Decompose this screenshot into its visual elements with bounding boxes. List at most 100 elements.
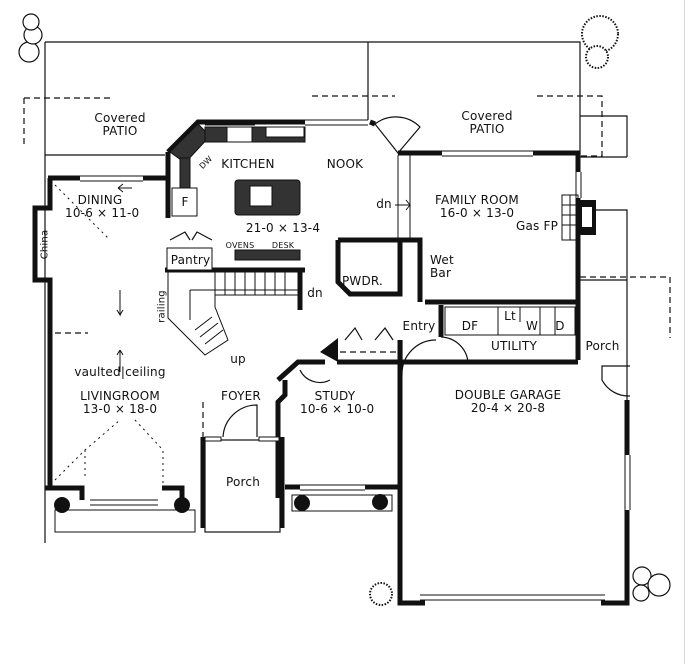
pantry-label: Pantry [170, 253, 211, 267]
door-entry [401, 339, 437, 376]
nook-stair-rail [397, 155, 411, 240]
kitchen-window-seat [265, 126, 305, 138]
covered-patio-right-label: Covered PATIO [447, 110, 527, 136]
lt-label: Lt [504, 309, 516, 323]
page-edge [684, 0, 685, 664]
fireplace-grid [562, 195, 578, 240]
room-name: STUDY [314, 389, 356, 403]
right-patio-ext [580, 115, 628, 157]
tree-garage-left [369, 582, 393, 606]
window-living-left2 [47, 455, 53, 480]
door-nook-patio [374, 116, 421, 154]
room-name: LIVINGROOM [80, 389, 160, 403]
wall-nook-door-post [369, 119, 376, 127]
door-entry-closet [344, 326, 394, 341]
tree-bottom-right-3 [632, 584, 650, 602]
side-porch-label: Porch [585, 339, 620, 353]
utility-dividers [497, 307, 556, 335]
room-dims: 20-4 × 20-8 [470, 401, 546, 415]
wall-wetbar [400, 237, 423, 302]
wall-powder [335, 237, 403, 297]
front-porch-slab [204, 439, 281, 533]
shrub-4 [372, 494, 388, 510]
garage-door [420, 594, 605, 601]
kitchen-label: KITCHEN [221, 157, 275, 171]
nook-dn-arrow [395, 199, 412, 211]
wall-study-top [276, 359, 325, 382]
window-family-right [575, 172, 582, 198]
wall-dining-left [32, 178, 53, 488]
wall-study-left [275, 380, 288, 498]
shrub-3 [294, 495, 310, 511]
stair-up-label: up [230, 352, 246, 366]
roof-line-right2 [580, 276, 671, 338]
living-room-label: LIVINGROOM 13-0 × 18-0 [70, 390, 170, 416]
room-dims: 10-6 × 11-0 [65, 206, 140, 220]
pantry-doors [169, 231, 213, 241]
foyer-label: FOYER [221, 389, 261, 403]
roof-line-right [537, 95, 603, 157]
gas-fp-label: Gas FP [515, 219, 559, 233]
front-porch-label: Porch [225, 475, 261, 489]
door-garage-porch [601, 365, 631, 397]
stair-dn-label: dn [307, 286, 323, 300]
window-living-bottom [90, 499, 158, 506]
ovens-label: OVENS [225, 241, 255, 250]
room-dims: 13-0 × 18-0 [82, 402, 158, 416]
fridge-label: F [181, 195, 189, 209]
nook-label: NOOK [326, 157, 364, 171]
living-bay-left [54, 419, 121, 481]
entry-label: Entry [402, 319, 436, 333]
wall-garage-left [397, 340, 425, 606]
foyer-door-jamb-r [258, 436, 280, 442]
window-study [300, 484, 365, 491]
wall-living-bottom-right [162, 485, 185, 500]
wall-study-corner [320, 338, 338, 362]
dining-label: DINING 10-6 × 11-0 [65, 194, 140, 220]
window-family [442, 150, 533, 157]
living-bay-right [134, 419, 164, 485]
wall-family-top2 [533, 150, 581, 172]
kitchen-counter-left [179, 157, 191, 189]
window-kitchen-top [205, 119, 255, 126]
room-dims: 10-6 × 10-0 [300, 402, 375, 416]
window-living-left [47, 280, 53, 305]
utility-label: UTILITY [491, 339, 537, 353]
powder-label: PWDR. [341, 274, 384, 288]
room-name: Covered [94, 111, 146, 125]
room-dims: 16-0 × 13-0 [439, 206, 515, 220]
window-garage-right [624, 455, 631, 510]
tree-top-right-2 [585, 45, 609, 69]
tree-top-left-3 [22, 13, 40, 31]
wall-garage-right2 [601, 510, 630, 606]
desk-label: DESK [271, 241, 295, 250]
room-name: Covered [461, 109, 513, 123]
tree-top-left-1 [18, 41, 40, 63]
stair-treads [194, 270, 286, 345]
island-cooktop [249, 185, 273, 207]
china-label: China [39, 229, 51, 260]
door-utility [440, 336, 469, 363]
living-arrow-down [116, 290, 124, 317]
room-name-2: PATIO [469, 122, 505, 136]
utility-counter [444, 306, 576, 336]
fridge [171, 187, 198, 217]
foyer-door-jamb-l [204, 436, 222, 442]
kitchen-dims: 21-0 × 13-4 [245, 221, 321, 235]
wall-kitchen-top [166, 119, 305, 154]
df-label: DF [461, 319, 479, 333]
right-patio-ext3 [580, 209, 628, 400]
bar-label: Bar [430, 266, 452, 280]
dryer-label: D [555, 319, 565, 333]
ovens-desk [234, 249, 301, 261]
kitchen-sink [226, 126, 253, 143]
family-room-label: FAMILY ROOM 16-0 × 13-0 [432, 194, 522, 220]
wet-label: Wet [430, 253, 454, 267]
patio-boundary-left [45, 41, 581, 157]
double-garage-label: DOUBLE GARAGE 20-4 × 20-8 [448, 389, 568, 415]
washer-label: W [525, 319, 539, 333]
stair-outline [167, 270, 301, 356]
vaulted-ceiling-label: vaulted|ceiling [74, 365, 166, 379]
room-name-2: PATIO [102, 124, 138, 138]
